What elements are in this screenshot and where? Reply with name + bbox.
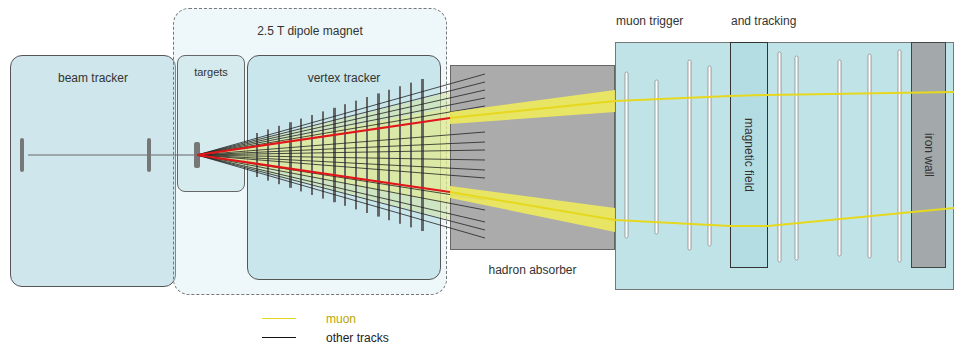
part-label: and tracking (731, 14, 796, 28)
part-label: magnetic field (742, 118, 756, 192)
muon-chamber (655, 80, 658, 234)
hadron-track (197, 150, 485, 155)
beam-tracker-plane (20, 138, 24, 172)
hadron-track (197, 90, 485, 155)
hadron-track (197, 155, 485, 230)
muon-spectrometer-region: muon triggerand trackingmagnetic fieldir… (615, 42, 954, 290)
muon-chamber (868, 54, 871, 258)
muon-cone (197, 108, 450, 204)
hadron-track (197, 155, 485, 238)
part-label: targets (194, 66, 228, 78)
silicon-plane (267, 129, 269, 180)
beam-tracker-box: beam tracker (10, 55, 176, 287)
silicon-plane (421, 79, 424, 231)
legend-entry: muon (262, 309, 389, 328)
part-label: vertex tracker (308, 71, 381, 85)
muon-band (450, 90, 615, 124)
part-label: beam tracker (58, 71, 128, 85)
hadron-track (197, 155, 485, 178)
part-label: muon trigger (616, 14, 683, 28)
legend-label: muon (326, 312, 356, 326)
silicon-plane (410, 83, 412, 228)
hadron-track (197, 155, 485, 200)
legend-sample (262, 337, 296, 338)
legend-label: other tracks (326, 331, 389, 345)
silicon-plane (278, 126, 280, 184)
muon-chamber (688, 60, 691, 250)
magnetic-field-box: magnetic field (730, 42, 768, 268)
legend-entry: other tracks (262, 328, 389, 347)
hadron-track (197, 155, 485, 222)
part-label: hadron absorber (488, 263, 576, 277)
silicon-plane (399, 86, 401, 224)
beam-tracker-plane (147, 138, 151, 172)
muon-chamber (838, 60, 841, 256)
vertex-tracker-box: vertex tracker (247, 55, 441, 280)
muon-track (450, 92, 954, 118)
silicon-plane (333, 108, 336, 202)
iron-wall-box: iron wall (911, 42, 946, 268)
muon-band (450, 186, 615, 232)
hadron-track (197, 155, 485, 160)
part-label: iron wall (922, 133, 936, 177)
silicon-plane (256, 133, 258, 177)
silicon-plane (300, 119, 302, 192)
legend: muon other tracks (262, 309, 389, 347)
silicon-plane (322, 111, 324, 198)
muon-chamber (898, 50, 901, 262)
silicon-plane (311, 115, 313, 195)
hadron-track (197, 74, 485, 155)
silicon-plane (377, 93, 380, 216)
part-label: 2.5 T dipole magnet (257, 24, 363, 38)
muon-chamber (778, 52, 781, 262)
legend-sample (262, 318, 296, 319)
muon-candidate-track (197, 118, 450, 155)
muon-chamber (708, 66, 711, 246)
hadron-track (197, 106, 485, 155)
muon-chamber (625, 72, 628, 238)
hadron-track (197, 82, 485, 155)
hadron-track (197, 132, 485, 155)
hadron-track (197, 155, 485, 170)
target-disks (194, 142, 200, 168)
magnet-region: 2.5 T dipole magnet targets vertex tracker (173, 8, 447, 295)
acceptance-cone (197, 92, 450, 220)
muon-candidate-track (197, 155, 450, 192)
muon-track (450, 192, 954, 226)
silicon-plane (355, 101, 357, 210)
silicon-plane (289, 122, 292, 188)
hadron-track (197, 142, 485, 155)
silicon-plane (344, 104, 346, 206)
silicon-plane (388, 90, 390, 220)
muon-chamber (795, 56, 798, 260)
hadron-track (197, 155, 485, 210)
silicon-plane (366, 97, 368, 213)
targets-box: targets (177, 55, 245, 192)
beam-line (28, 155, 197, 156)
hadron-track (197, 98, 485, 155)
hadron-absorber-block: hadron absorber (450, 65, 615, 250)
